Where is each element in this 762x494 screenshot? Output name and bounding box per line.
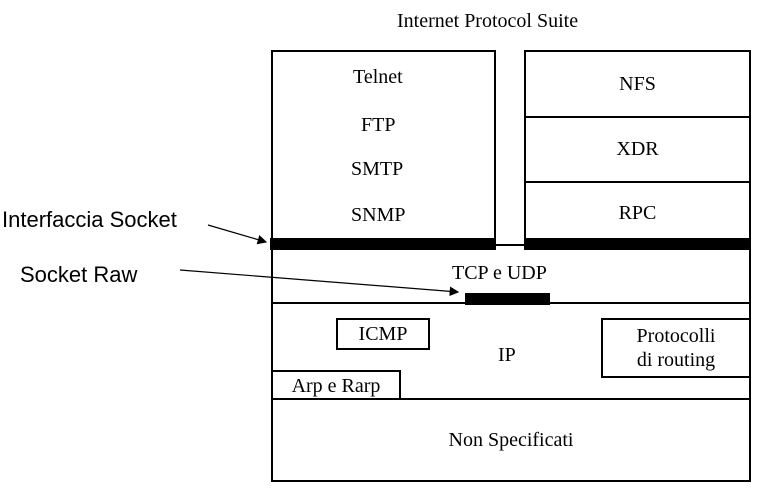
telnet-label: Telnet — [353, 66, 403, 88]
socket-interface-bar-left — [270, 238, 496, 250]
ip-label: IP — [498, 344, 516, 366]
arp-box: Arp e Rarp — [271, 370, 401, 402]
socket-raw-callout: Socket Raw — [20, 262, 138, 287]
snmp-label: SNMP — [351, 204, 406, 226]
diagram-title: Internet Protocol Suite — [397, 10, 579, 32]
routing-box: Protocolli di routing — [601, 318, 751, 378]
rpc-box: RPC — [524, 181, 751, 246]
rpc-label: RPC — [618, 202, 657, 224]
socket-raw-arrow — [179, 269, 460, 297]
xdr-label: XDR — [616, 138, 659, 160]
tcp-udp-label: TCP e UDP — [452, 262, 547, 284]
xdr-box: XDR — [524, 116, 751, 183]
smtp-label: SMTP — [351, 158, 404, 180]
nfs-label: NFS — [619, 72, 656, 95]
arp-label: Arp e Rarp — [291, 374, 381, 397]
icmp-box: ICMP — [336, 318, 430, 350]
unspecified-label: Non Specificati — [448, 428, 574, 451]
socket-interface-arrow — [207, 224, 268, 245]
icmp-label: ICMP — [358, 322, 408, 345]
routing-label: Protocolli di routing — [636, 325, 716, 371]
ftp-label: FTP — [361, 114, 396, 136]
unspecified-box: Non Specificati — [271, 398, 751, 482]
socket-interface-callout: Interfaccia Socket — [2, 207, 177, 232]
application-protocols-box: Telnet FTP SMTP SNMP — [271, 50, 496, 246]
socket-interface-bar-right — [524, 238, 751, 250]
socket-raw-bar — [465, 293, 550, 305]
